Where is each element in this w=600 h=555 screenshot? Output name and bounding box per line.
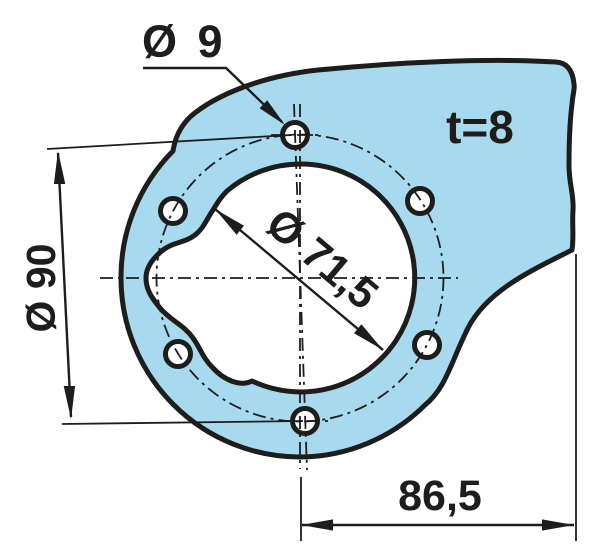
edge-distance-arrowhead-left [301,519,333,531]
bolt-hole-diameter-label: Ø 9 [142,16,227,67]
bolt-hole-leader-line [143,66,283,123]
edge-distance-label: 86,5 [398,472,482,520]
bolt-circle-diameter-label: Ø 90 [18,244,64,333]
bore-arrowhead-lower [354,324,383,350]
edge-distance-arrowhead-right [542,519,574,531]
bolt-circle-arrowhead-top [53,151,66,184]
bore-dimension-line [214,208,384,351]
bolt-circle-extension-line-top [46,134,292,150]
bolt-circle-extension-line-bottom [61,420,304,425]
thickness-label: t=8 [446,101,514,153]
bore-arrowhead-upper [215,209,244,235]
bolt-hole-axis-centerline [293,103,308,471]
bolt-hole-leader-arrowhead [259,100,285,125]
bolt-circle-arrowhead-bottom [63,386,76,419]
bolt-circle-dimension-line [56,152,73,418]
